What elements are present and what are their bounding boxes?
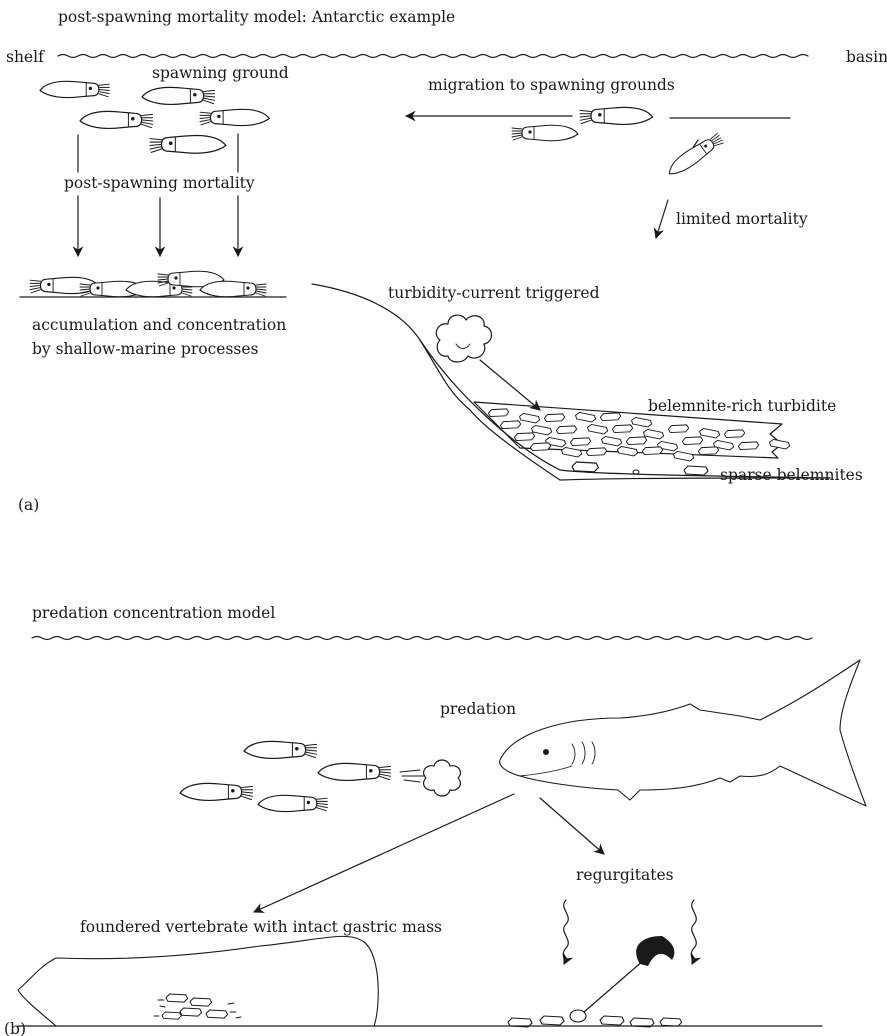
accumulation-label-1: accumulation and concentration: [32, 316, 286, 334]
squid-icon: [200, 109, 269, 125]
squid-icon: [180, 783, 253, 800]
squid-icon: [150, 135, 226, 153]
migrating-squid-icon: [512, 125, 578, 140]
turbidite-label: belemnite-rich turbidite: [648, 397, 836, 415]
basin-label: basin: [846, 48, 887, 66]
turbidite-guard-icon: [738, 441, 759, 451]
hook-icon: [636, 936, 674, 966]
squid-icon: [80, 111, 153, 128]
predation-label: predation: [440, 700, 516, 718]
turbidite-guard-icon: [626, 436, 647, 446]
turbidite-guard-icon: [514, 432, 535, 442]
falling-arrow: [563, 900, 568, 964]
turbidite-guard-icon: [556, 425, 577, 435]
spawning-ground-label: spawning ground: [152, 64, 289, 82]
turbidite-guards: [488, 408, 790, 462]
squid-icon: [40, 81, 109, 97]
turbidite-guard-icon: [570, 437, 591, 447]
turbidite-guard-icon: [519, 413, 540, 423]
turbidite-guard-icon: [724, 429, 745, 439]
sea-surface-b: [32, 637, 812, 640]
sea-surface-a: [58, 55, 808, 58]
regurgitates-label: regurgitates: [576, 866, 674, 884]
slope-upper: [312, 284, 560, 480]
squid-icon: [318, 763, 391, 780]
panel-a: post-spawning mortality model: Antarctic…: [6, 8, 887, 514]
turbidite-guard-icon: [642, 446, 663, 456]
falling-arrow: [691, 900, 696, 964]
panel-a-title: post-spawning mortality model: Antarctic…: [58, 8, 455, 26]
squid-icon: [142, 87, 215, 104]
shark-icon: [500, 660, 866, 806]
turbidite-guard-icon: [575, 412, 596, 422]
panel-b: predation concentration model predation …: [4, 604, 866, 1036]
sparse-label: sparse belemnites: [720, 466, 863, 484]
turbidite-guard-icon: [587, 424, 608, 434]
cloud-detail: [456, 344, 470, 349]
turbidite-guard-icon: [601, 436, 622, 446]
post-spawning-mortality-label: post-spawning mortality: [64, 174, 255, 192]
turbidite-guard-icon: [488, 408, 509, 418]
turbidite-guard-icon: [531, 425, 552, 435]
prey-group: [180, 741, 460, 811]
shelf-label: shelf: [6, 48, 45, 66]
turbidity-cloud: [436, 315, 491, 362]
sparse-guard-icon: [684, 466, 708, 475]
panel-b-label: (b): [4, 1020, 26, 1036]
dying-squid-icon: [665, 131, 725, 179]
squid-icon: [258, 795, 327, 811]
migration-label: migration to spawning grounds: [428, 76, 675, 94]
turbidite-guard-icon: [561, 447, 582, 457]
turbidite-guard-icon: [617, 446, 638, 456]
ink-trail: [400, 770, 424, 782]
regurgitate-arrow: [540, 798, 604, 854]
limited-mortality-label: limited mortality: [676, 210, 808, 228]
turbidite-guard-icon: [500, 420, 521, 430]
turbidite-guard-icon: [586, 447, 607, 457]
spawning-squid-group: [40, 81, 269, 153]
turbidite-guard-icon: [673, 451, 694, 461]
panel-a-label: (a): [18, 496, 39, 514]
turbidite-guard-icon: [668, 424, 689, 434]
foundered-label: foundered vertebrate with intact gastric…: [80, 918, 442, 936]
turbidite-guard-icon: [682, 436, 703, 446]
turbidite-guard-icon: [698, 446, 719, 456]
limited-mortality-arrow: [656, 200, 668, 238]
turbidite-guard-icon: [612, 424, 633, 434]
turbidite-guard-icon: [699, 428, 720, 438]
turbidite-guard-icon: [600, 412, 621, 422]
squid-icon: [244, 741, 317, 758]
bite-cloud: [424, 760, 461, 796]
turbidite-guard-icon: [769, 439, 790, 449]
turbidite-guard-icon: [544, 413, 565, 423]
turbidite-guard-icon: [631, 417, 652, 427]
carcass-pile: [30, 271, 266, 296]
turbidity-label: turbidity-current triggered: [388, 284, 600, 302]
accumulation-label-2: by shallow-marine processes: [32, 340, 259, 358]
turbidite-guard-icon: [643, 429, 664, 439]
turbidite-guard-icon: [530, 442, 551, 452]
migrating-squid-icon: [580, 107, 653, 124]
regurgitated-pile: [508, 936, 682, 1027]
panel-b-title: predation concentration model: [32, 604, 275, 622]
sparse-guard-icon: [572, 462, 598, 472]
